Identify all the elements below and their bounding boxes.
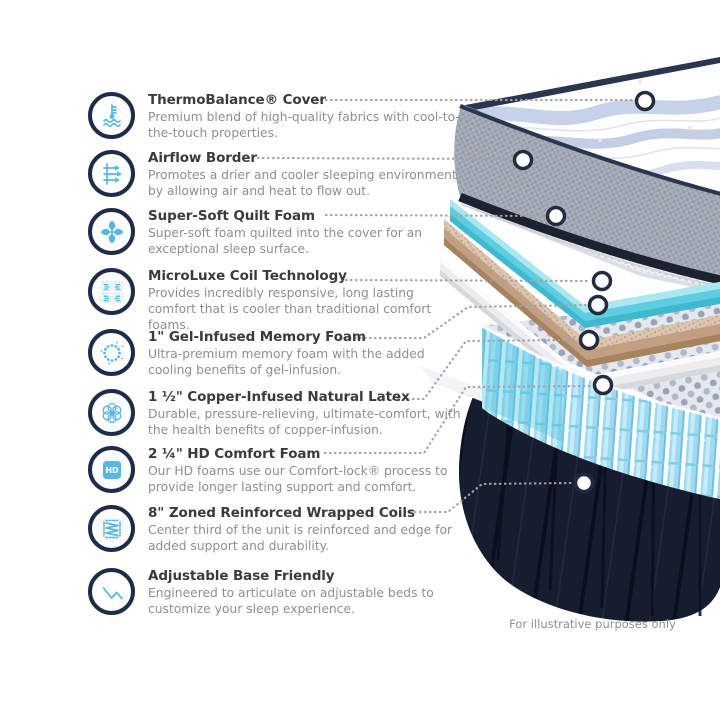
- marker-border: [512, 149, 534, 171]
- disclaimer-note: For illustrative purposes only: [509, 617, 676, 631]
- marker-quilt-foam: [545, 205, 567, 227]
- marker-micro-coil: [591, 270, 613, 292]
- leader-lines: [256, 98, 635, 514]
- layer-markers: [512, 90, 656, 494]
- marker-cover: [634, 90, 656, 112]
- marker-coils: [573, 472, 595, 494]
- marker-gel-foam: [587, 294, 609, 316]
- marker-latex: [578, 329, 600, 351]
- coil-block-front: [481, 324, 720, 499]
- marker-hd-foam: [592, 374, 614, 396]
- layer-gel-memory-foam: [450, 199, 720, 328]
- layer-copper-latex: [444, 219, 720, 367]
- mattress-top: [454, 56, 720, 288]
